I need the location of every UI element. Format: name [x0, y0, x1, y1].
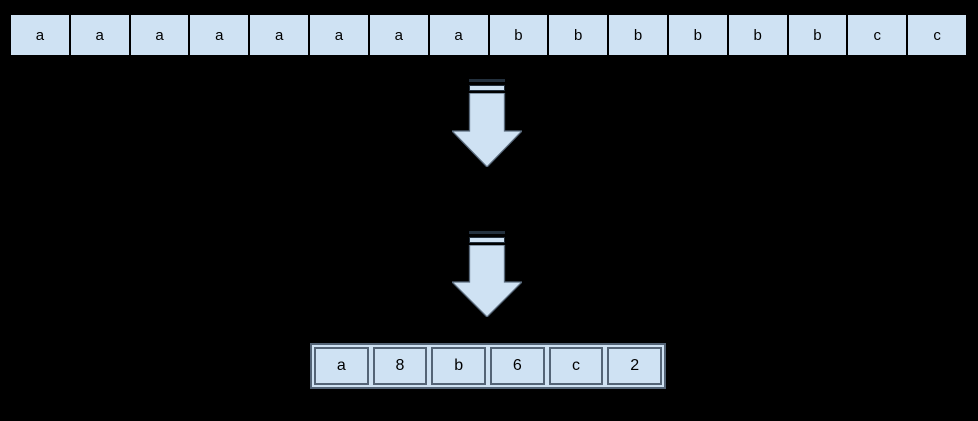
encoded-cell: 2	[607, 347, 663, 385]
sequence-cell: a	[308, 15, 368, 55]
encoded-cell: 8	[372, 347, 428, 385]
sequence-cell: b	[666, 15, 727, 55]
arrow-stripe-thin	[469, 79, 505, 82]
arrow-body	[452, 93, 522, 167]
down-arrow-1-icon	[452, 79, 522, 167]
sequence-cell: c	[906, 15, 966, 55]
sequence-cell: a	[427, 15, 488, 55]
encoded-cell: 6	[490, 347, 545, 385]
sequence-cell: b	[547, 15, 608, 55]
input-sequence-row: a a a a a a a a b b b b b b c c	[9, 13, 968, 57]
encoded-output-row: a 8 b 6 c 2	[310, 343, 666, 389]
arrow-body	[452, 245, 522, 317]
sequence-cell: c	[846, 15, 907, 55]
sequence-cell: b	[786, 15, 847, 55]
arrow-stripe-thin	[469, 231, 505, 234]
sequence-cell: a	[128, 15, 189, 55]
arrow-stripe-thick	[469, 237, 505, 243]
sequence-cell: a	[188, 15, 249, 55]
sequence-cell: a	[367, 15, 428, 55]
sequence-cell: a	[68, 15, 129, 55]
arrow-stripe-thick	[469, 85, 505, 91]
encoded-cell: c	[548, 347, 604, 385]
down-arrow-2-icon	[452, 231, 522, 317]
sequence-cell: a	[248, 15, 309, 55]
encoded-cell: a	[314, 347, 369, 385]
sequence-cell: a	[11, 15, 69, 55]
encoded-cell: b	[431, 347, 487, 385]
sequence-cell: b	[487, 15, 548, 55]
sequence-cell: b	[726, 15, 787, 55]
sequence-cell: b	[607, 15, 667, 55]
